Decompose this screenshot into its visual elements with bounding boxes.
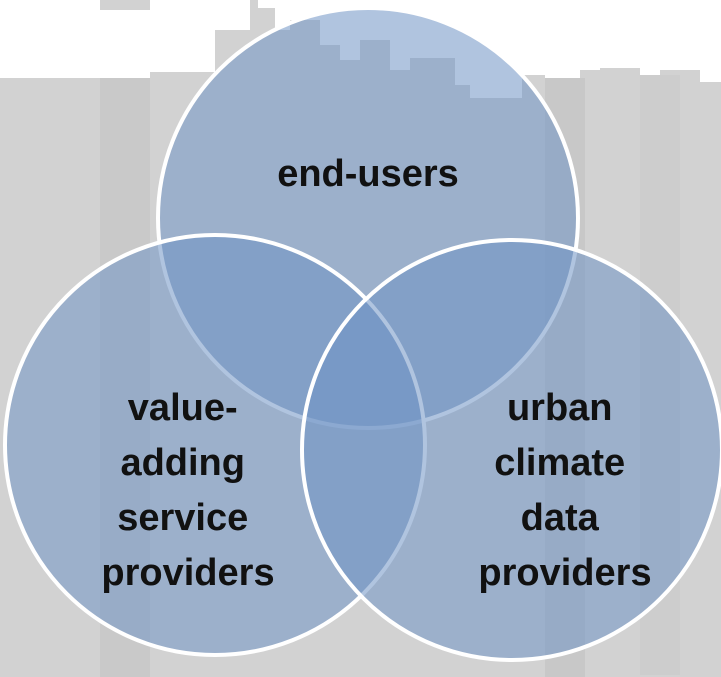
label-line: climate <box>494 442 625 484</box>
label-line: urban <box>507 387 613 429</box>
label-line: providers <box>478 552 651 594</box>
label-line: providers <box>101 552 274 594</box>
venn-circles <box>3 6 721 662</box>
label-value-adding-service-providers: value- adding service providers <box>101 387 274 594</box>
label-line: service <box>117 497 248 539</box>
label-end-users: end-users <box>277 153 459 195</box>
label-line: adding <box>120 442 245 484</box>
label-line: end-users <box>277 153 459 195</box>
label-line: value- <box>128 387 238 429</box>
sky-gap-left <box>0 0 250 95</box>
label-urban-climate-data-providers: urban climate data providers <box>478 387 651 594</box>
sky-gap-right <box>455 0 721 72</box>
venn-labels: end-users value- adding service provider… <box>101 153 651 594</box>
label-line: data <box>521 497 600 539</box>
circle-urban-climate-data-providers <box>300 238 721 662</box>
